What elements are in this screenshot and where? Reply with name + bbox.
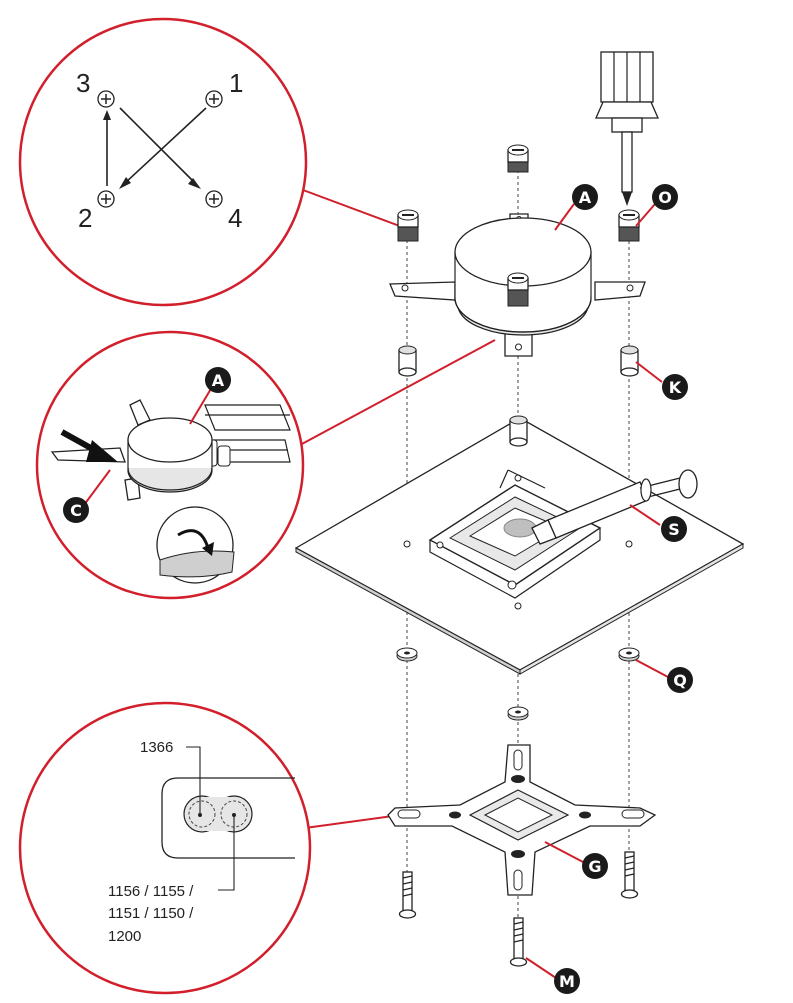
thermal-paste-syringe: [531, 469, 698, 545]
washer-center: [507, 706, 529, 721]
socket-label-line-1: 1156 / 1155 /: [108, 883, 194, 900]
washer-right: [618, 647, 640, 662]
inset-screw-sequence: 1 2 3 4: [18, 17, 308, 307]
label-badge-M: M: [554, 968, 580, 994]
label-badge-A-inset: A: [205, 367, 231, 393]
label-K: K: [669, 378, 682, 397]
screwdriver: [595, 51, 659, 206]
screw-hole-1: [205, 90, 223, 108]
label-C: C: [70, 501, 82, 520]
socket-label-line-3: 1200: [108, 928, 141, 945]
callout-line-backplate: [304, 814, 401, 829]
sequence-number-1: 1: [229, 68, 243, 98]
thumb-screw-left: [397, 209, 419, 242]
washer-left: [396, 647, 418, 662]
sequence-number-2: 2: [78, 203, 92, 233]
screw-right: [620, 851, 639, 899]
inset-pump-orientation: [35, 330, 305, 600]
thumb-screw-top: [507, 144, 529, 173]
arrow-3-to-4: [119, 107, 201, 189]
cpu-socket: [428, 469, 602, 599]
label-badge-Q: Q: [667, 667, 693, 693]
standoff-left: [398, 345, 417, 377]
label-O: O: [658, 188, 672, 207]
label-badge-K: K: [662, 374, 688, 400]
label-A: A: [579, 188, 592, 207]
screw-hole-2: [97, 190, 115, 208]
screw-center: [509, 917, 528, 967]
screw-hole-3: [97, 90, 115, 108]
label-A-inset: A: [212, 371, 225, 390]
socket-label-line-2: 1151 / 1150 /: [108, 905, 194, 922]
callout-line-sequence: [302, 189, 406, 229]
flat-side-detail: [156, 506, 235, 584]
inset-backplate-holes: 1366 1156 / 1155 / 1151 / 1150 / 1200: [18, 701, 312, 995]
screw-hole-4: [205, 190, 223, 208]
label-M: M: [559, 972, 575, 991]
socket-label-1366: 1366: [140, 739, 173, 756]
label-S: S: [668, 520, 680, 539]
arrow-2-to-3: [103, 110, 111, 186]
label-Q: Q: [673, 671, 687, 690]
label-badge-O: O: [652, 184, 678, 210]
standoff-center: [509, 415, 528, 447]
arrow-1-to-2: [119, 107, 207, 189]
standoff-right: [620, 345, 639, 377]
sequence-number-3: 3: [76, 68, 90, 98]
label-G: G: [588, 857, 601, 876]
pointer-arrow: [60, 429, 118, 462]
label-badge-S: S: [661, 516, 687, 542]
thumb-screw-center: [507, 272, 529, 307]
label-badge-G: G: [582, 853, 608, 879]
label-badge-C: C: [63, 497, 89, 523]
backplate: [387, 744, 657, 896]
sequence-number-4: 4: [228, 203, 242, 233]
label-badge-A: A: [572, 184, 598, 210]
screw-left: [398, 871, 417, 919]
label-leaders: [525, 203, 669, 979]
callout-line-clip: [299, 339, 496, 446]
